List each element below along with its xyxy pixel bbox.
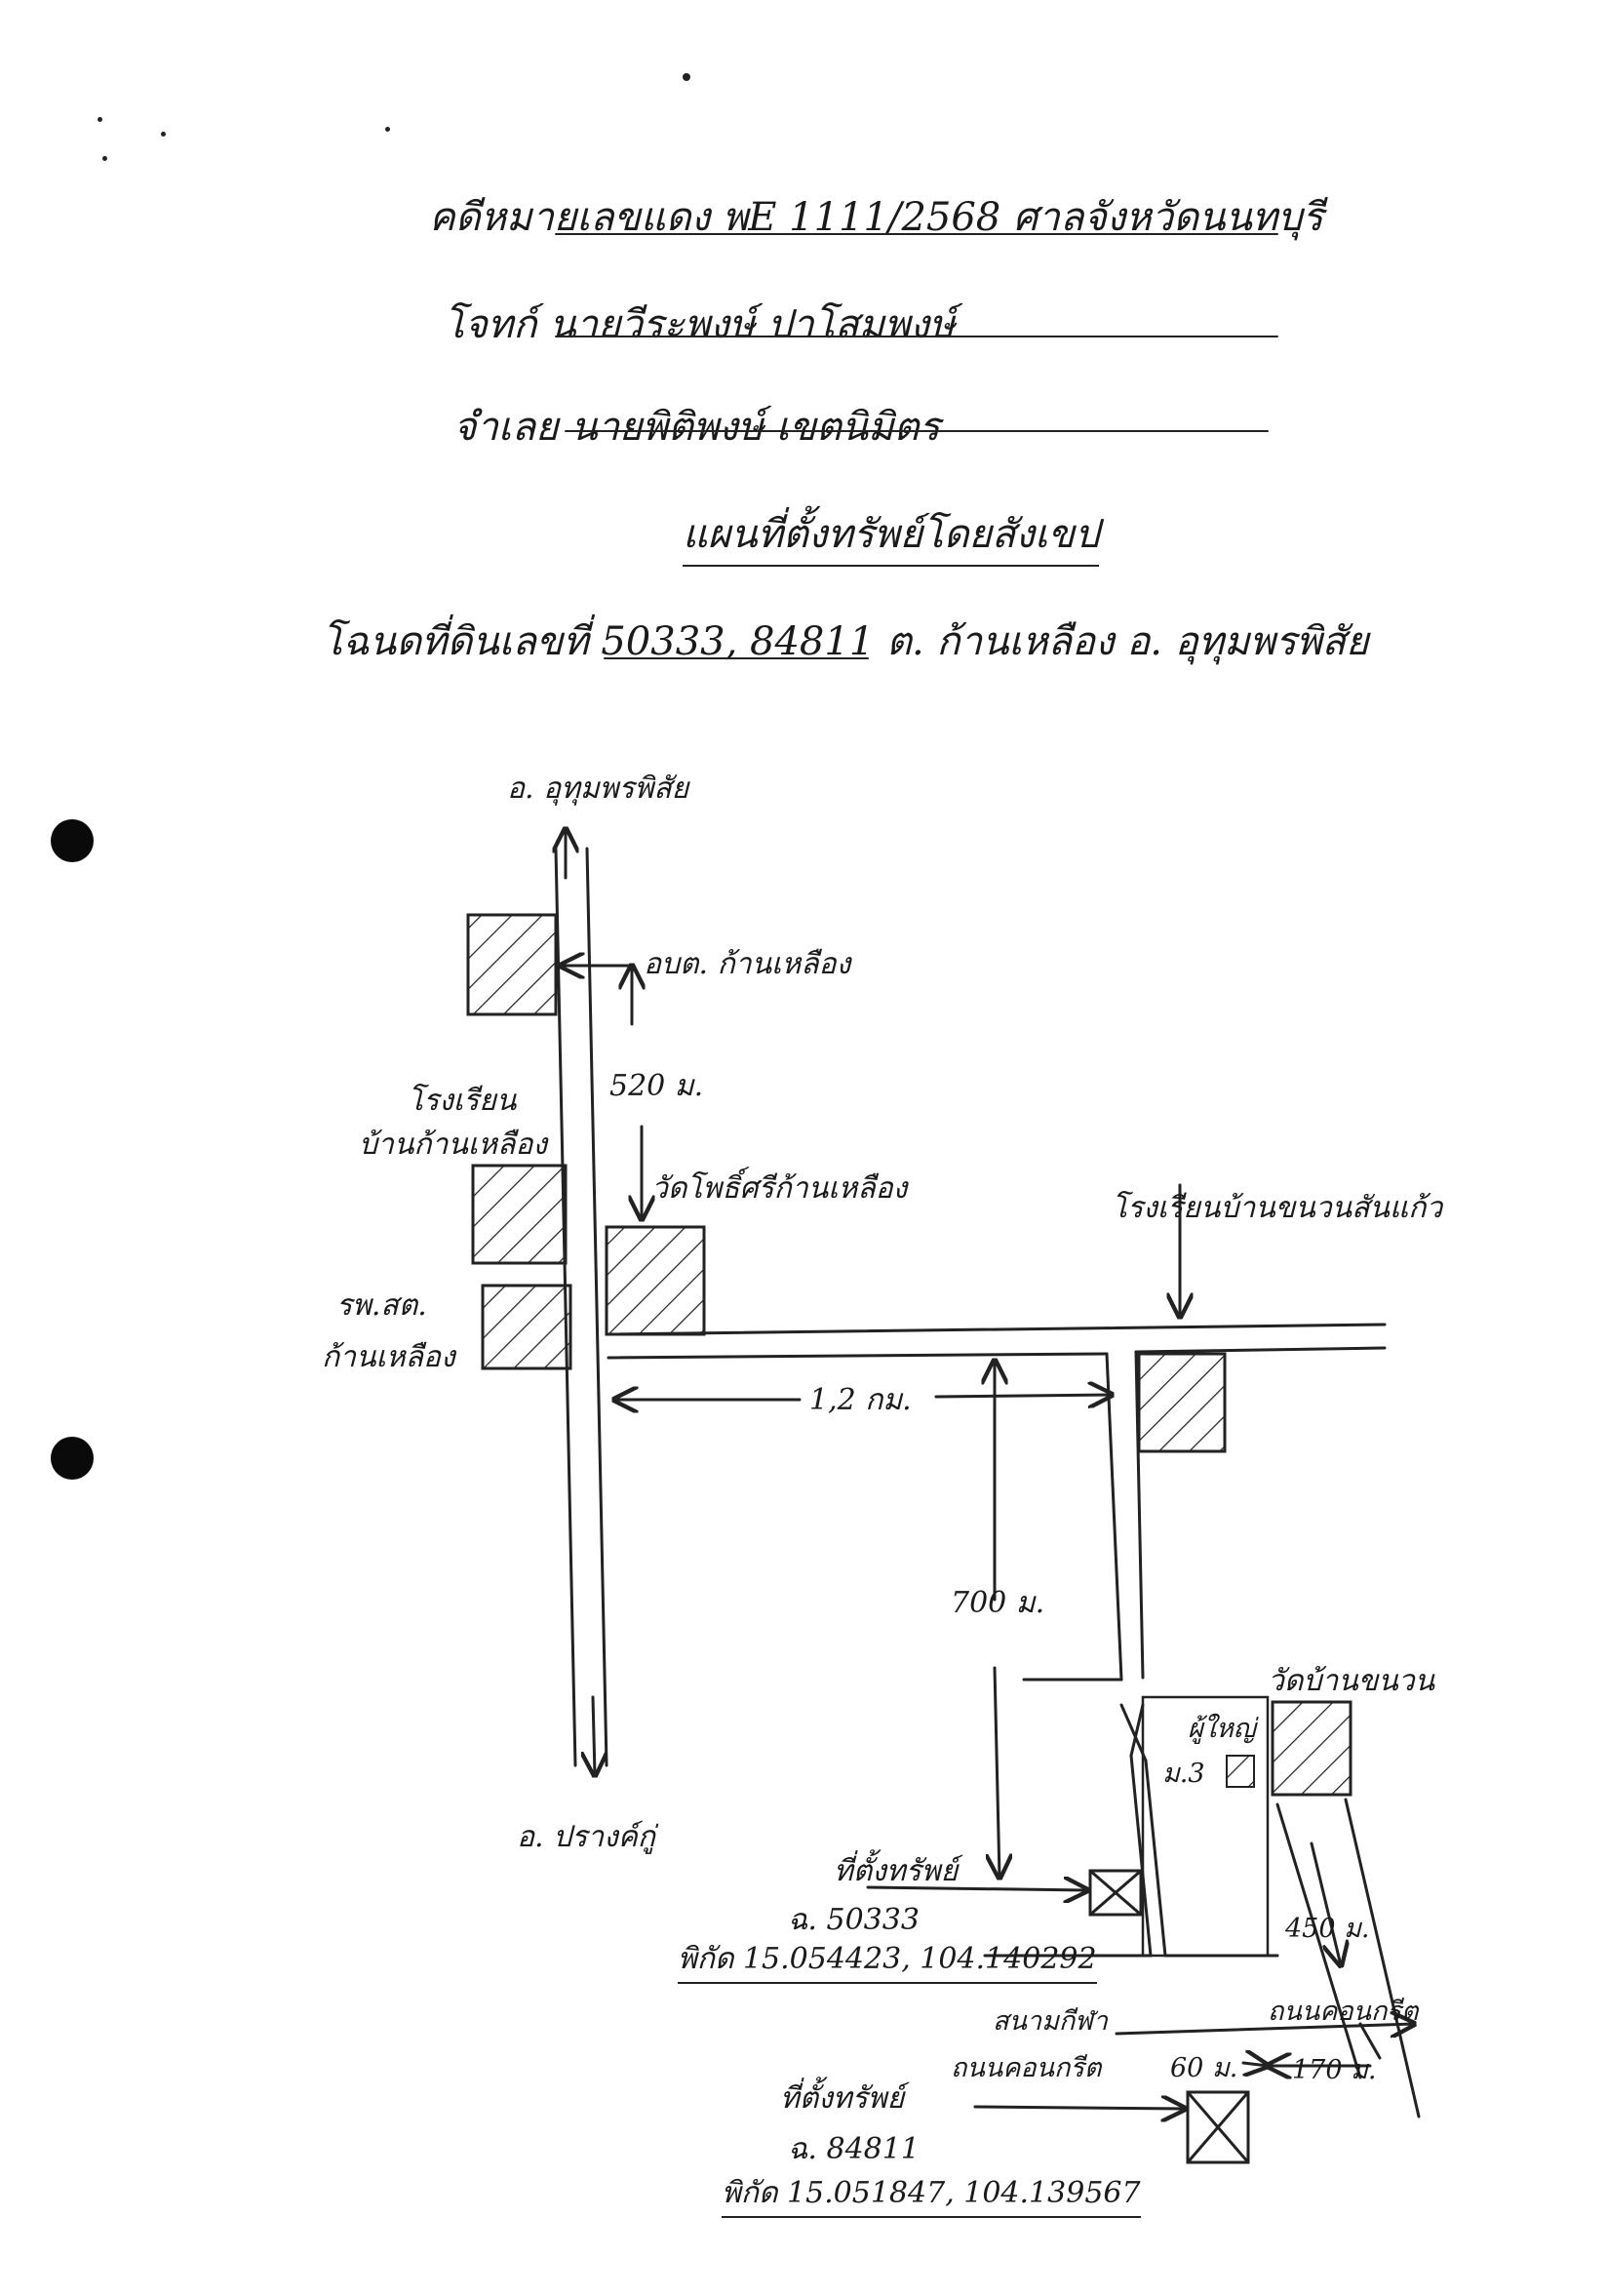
wat-pho-si-label: วัดโพธิ์ศรีก้านเหลือง	[651, 1171, 908, 1206]
punch-hole-bottom	[51, 1437, 94, 1480]
property-2-coords: พิกัด 15.051847, 104.139567	[722, 2170, 1141, 2218]
branch-road-north-edge	[605, 1323, 1387, 1336]
plot-84811	[1186, 2090, 1250, 2164]
obt-building	[466, 913, 558, 1016]
school-kan-lueang-label-2: บ้านก้านเหลือง	[359, 1128, 547, 1162]
concrete-road-label: ถนนคอนกรีต	[951, 2053, 1102, 2083]
north-destination-label: อ. อุทุมพรพิสัย	[507, 772, 689, 806]
hospital-label-2: ก้านเหลือง	[322, 1340, 455, 1374]
headman-label-1: ผู้ใหญ่	[1188, 1714, 1256, 1744]
defendant-line: จำเลย นายพิติพงษ์ เขตนิมิตร	[453, 405, 940, 450]
deed-line: โฉนดที่ดินเลขที่ 50333, 84811 ต. ก้านเหล…	[322, 619, 1369, 664]
wat-khanuan-building	[1271, 1700, 1352, 1797]
speck	[98, 117, 102, 122]
wat-pho-si-building	[605, 1225, 706, 1336]
map-title: แผนที่ตั้งทรัพย์โดยสังเขป	[683, 502, 1100, 567]
plot-50333	[1088, 1869, 1143, 1917]
property-1-deed: ฉ. 50333	[788, 1903, 920, 1937]
property-1-label: ที่ตั้งทรัพย์	[834, 1854, 959, 1888]
south-destination-label: อ. ปรางค์กู่	[517, 1820, 655, 1854]
distance-170m: 170 ม.	[1292, 2055, 1377, 2085]
school-khanuan-building	[1137, 1352, 1227, 1453]
obt-label: อบต. ก้านเหลือง	[644, 947, 851, 981]
distance-60m: 60 ม.	[1170, 2053, 1238, 2083]
speck	[683, 73, 690, 81]
concrete-road-label-east: ถนนคอนกรีต	[1268, 1997, 1419, 2027]
distance-520m: 520 ม.	[609, 1069, 704, 1103]
property-2-deed: ฉ. 84811	[788, 2132, 920, 2166]
headman-house	[1226, 1755, 1255, 1788]
distance-450m: 450 ม.	[1285, 1914, 1370, 1944]
branch-road-south-edge	[607, 1352, 1109, 1360]
hospital-building	[481, 1284, 572, 1370]
school-khanuan-label: โรงเรียนบ้านขนวนสันแก้ว	[1112, 1191, 1443, 1225]
wat-khanuan-label: วัดบ้านขนวน	[1268, 1664, 1435, 1698]
headman-label-2: ม.3	[1162, 1759, 1205, 1789]
speck	[161, 132, 166, 137]
property-1-coords: พิกัด 15.054423, 104.140292	[678, 1936, 1097, 1984]
case-number-line: คดีหมายเลขแดง พE 1111/2568 ศาลจังหวัดนนท…	[429, 195, 1324, 240]
plaintiff-line: โจทก์ นายวีระพงษ์ ปาโสมพงษ์	[444, 302, 956, 347]
hospital-label-1: รพ.สต.	[336, 1288, 427, 1323]
school-kan-lueang-label-1: โรงเรียน	[408, 1084, 517, 1118]
property-2-label: ที่ตั้งทรัพย์	[780, 2081, 905, 2116]
distance-1-2km: 1,2 กม.	[809, 1383, 912, 1417]
speck	[102, 156, 107, 161]
speck	[385, 127, 390, 132]
main-road-east-edge	[585, 847, 608, 1767]
distance-700m: 700 ม.	[951, 1586, 1045, 1620]
school-kan-lueang-building	[471, 1164, 568, 1265]
punch-hole-top	[51, 819, 94, 862]
stadium-label: สนามกีฬา	[993, 2006, 1108, 2037]
